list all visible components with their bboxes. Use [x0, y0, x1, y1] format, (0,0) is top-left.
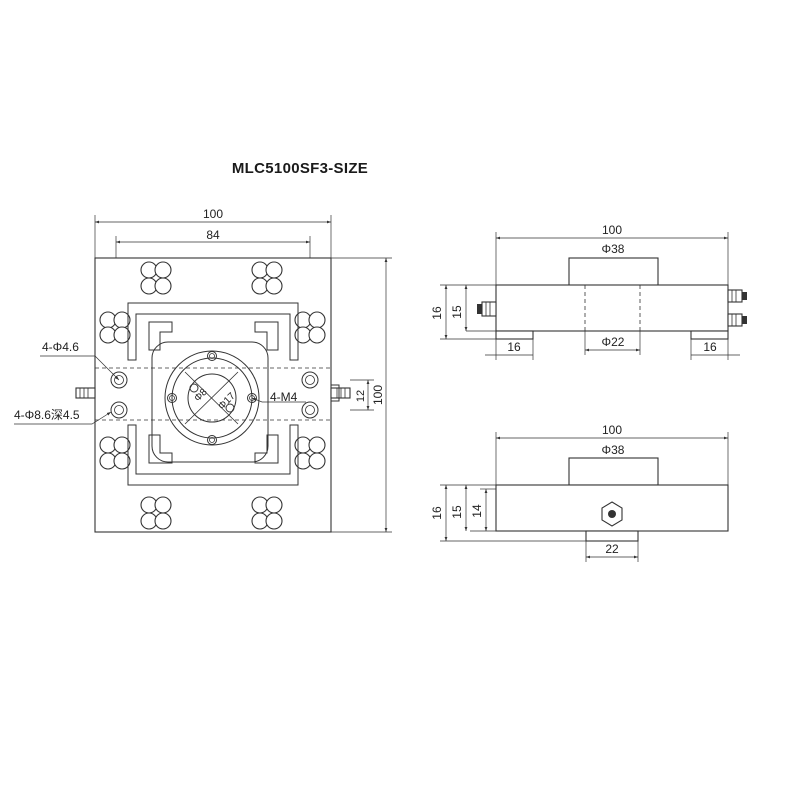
dim-bottom-height-c: 14: [470, 504, 484, 518]
center-bore: [187, 373, 237, 423]
clover-cutout-right-upper: [294, 311, 326, 344]
dim-top-boss: Φ38: [602, 242, 625, 256]
boss-outline-bottom: [568, 457, 659, 486]
dim-front-height: 100: [371, 385, 385, 405]
dim-bottom-height-b: 15: [450, 505, 464, 519]
screw-left-top: [481, 301, 497, 317]
side-view-top: 100 Φ38 Φ22 16 16 16 15: [430, 223, 747, 360]
boss-outline-top: [568, 257, 659, 287]
clover-cutout-left-upper: [99, 311, 131, 344]
u-slot-top-left: [148, 321, 173, 351]
clover-cutout-bottom-right: [251, 496, 283, 530]
label-thread: 4-M4: [270, 390, 298, 404]
screw-right-top-2: [727, 313, 743, 327]
right-side-screw: [330, 387, 351, 399]
lower-recess-frame: [127, 424, 299, 486]
clover-cutout-top-right: [251, 261, 283, 295]
dim-bottom-center-width: 22: [605, 542, 619, 556]
screw-right-top-1: [727, 289, 743, 303]
dim-top-length: 100: [602, 223, 622, 237]
dim-bottom-boss: Φ38: [602, 443, 625, 457]
dim-front-width-inner: 84: [206, 228, 220, 242]
clover-cutout-bottom-left: [140, 496, 172, 530]
clover-cutout-left-lower: [99, 436, 131, 470]
dim-top-height-a: 16: [430, 306, 444, 320]
dim-top-center: Φ22: [602, 335, 625, 349]
side-mounting-holes: [110, 371, 319, 419]
bottom-key: [585, 530, 639, 542]
u-slot-top-right: [254, 321, 279, 351]
body-outline-top: [495, 284, 729, 332]
u-slot-bottom-right: [254, 434, 279, 464]
dim-front-slot: 12: [355, 390, 367, 402]
drawing-title: MLC5100SF3-SIZE: [231, 160, 369, 177]
front-view: Φ8 Φ17 100 84 100 12 4-Φ4.6 4-Φ8.6深4.5 4…: [14, 207, 392, 533]
dim-front-width-outer: 100: [203, 207, 223, 221]
clover-cutout-right-lower: [294, 436, 326, 470]
dim-top-height-b: 15: [450, 305, 464, 319]
dim-top-foot-right: 16: [703, 340, 717, 354]
dim-bottom-length: 100: [602, 423, 622, 437]
dim-top-foot-left: 16: [507, 340, 521, 354]
hex-socket-icon: [601, 501, 623, 527]
u-slot-bottom-left: [148, 434, 173, 464]
side-view-bottom: 100 Φ38 22 16 15 14: [430, 423, 729, 562]
upper-recess-frame: [127, 302, 299, 361]
dim-bottom-height-a: 16: [430, 506, 444, 520]
foot-left-top: [495, 330, 534, 340]
left-side-screw: [75, 387, 96, 399]
foot-right-top: [690, 330, 729, 340]
label-hole-counterbore: 4-Φ8.6深4.5: [14, 408, 80, 422]
label-hole-small: 4-Φ4.6: [42, 340, 79, 354]
clover-cutout-top-left: [140, 261, 172, 295]
